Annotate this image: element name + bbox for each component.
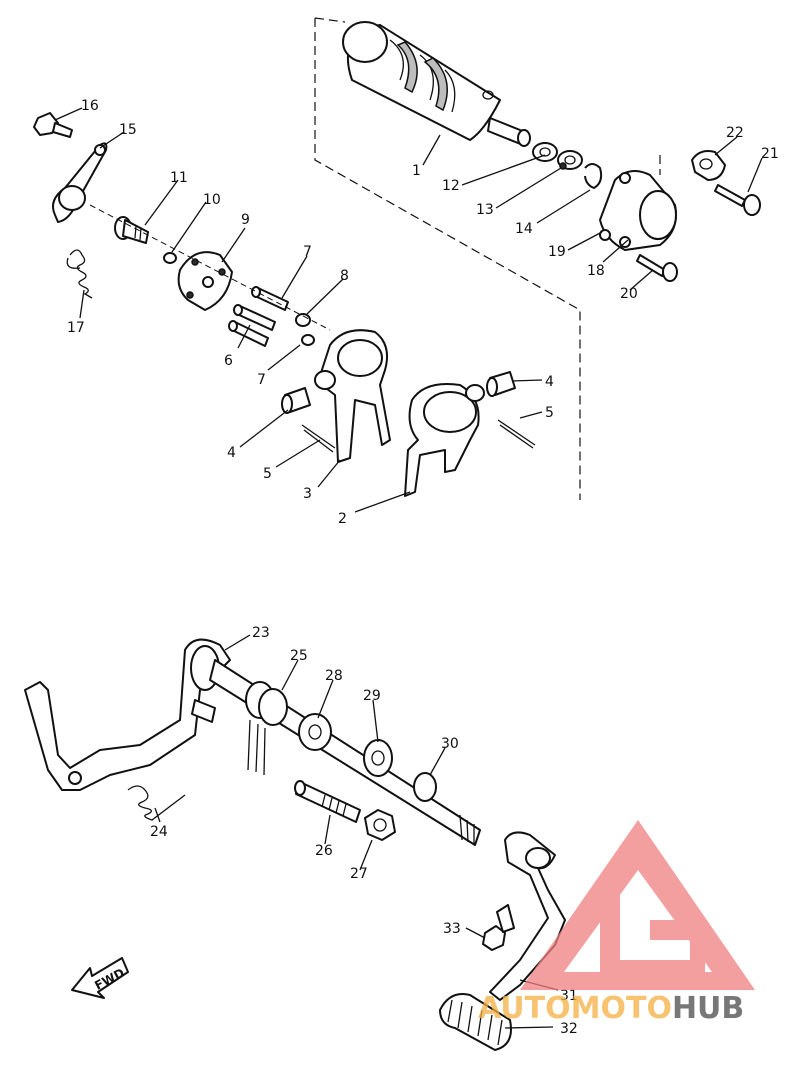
shift-cam-drum <box>342 21 531 147</box>
callout-15: 15 <box>119 122 137 138</box>
stopper-bolt-26 <box>294 780 361 823</box>
callout-28: 28 <box>325 668 343 684</box>
drum-circlip-14 <box>584 163 603 189</box>
callout-33: 33 <box>443 921 461 937</box>
assembly-axis-upper <box>89 204 331 331</box>
shaft-collar-29 <box>363 739 393 777</box>
watermark: AUTOMOTOHUB <box>478 820 755 1026</box>
callout-20: 20 <box>620 286 638 302</box>
shift-fork-2 <box>404 383 485 497</box>
callout-5a: 5 <box>263 466 272 482</box>
callout-7b: 7 <box>257 372 266 388</box>
cotter-pin-5b <box>497 419 536 449</box>
callout-1: 1 <box>412 163 421 179</box>
stopper-bolt-16 <box>33 112 73 138</box>
washer-10 <box>163 252 177 264</box>
upper-group-outline <box>314 18 581 500</box>
callout-29: 29 <box>363 688 381 704</box>
callout-13: 13 <box>476 202 494 218</box>
shift-fork-3 <box>314 329 391 463</box>
svg-text:AUTOMOTOHUB: AUTOMOTOHUB <box>478 991 744 1026</box>
callout-24: 24 <box>150 824 168 840</box>
guide-bars-6 <box>228 304 276 347</box>
callout-16: 16 <box>81 98 99 114</box>
callout-30: 30 <box>441 736 459 752</box>
segment-bolt-11 <box>114 216 149 244</box>
shaft-spring-24 <box>127 785 186 821</box>
watermark-text-hub: HUB <box>672 991 744 1026</box>
callout-3: 3 <box>303 486 312 502</box>
callout-12: 12 <box>442 178 460 194</box>
stopper-lever-15 <box>52 142 108 223</box>
stopper-spring-17 <box>66 249 93 299</box>
shift-shaft-23 <box>24 638 481 846</box>
leader-lines <box>54 107 763 1029</box>
screw-20 <box>636 254 678 282</box>
callout-32: 32 <box>560 1021 578 1037</box>
callout-14: 14 <box>515 221 533 237</box>
shift-segment-9 <box>177 251 233 311</box>
callout-26: 26 <box>315 843 333 859</box>
callout-18: 18 <box>587 263 605 279</box>
clamp-22 <box>691 150 726 181</box>
fork-roller-4b <box>486 371 516 397</box>
shaft-washer-28 <box>298 713 332 751</box>
fork-roller-4a <box>281 387 311 414</box>
drum-stopper-13 <box>557 150 583 170</box>
callout-19: 19 <box>548 244 566 260</box>
shift-pedal-31 <box>489 831 566 1001</box>
oil-seal-30 <box>413 772 437 802</box>
callout-22: 22 <box>726 125 744 141</box>
screw-21 <box>714 184 761 216</box>
forward-direction-arrow: FWD <box>71 957 129 999</box>
nut-27 <box>364 809 396 841</box>
callout-4b: 4 <box>545 374 554 390</box>
callout-23: 23 <box>252 625 270 641</box>
clip-7 <box>301 334 315 346</box>
bearing-cover-18 <box>599 170 677 251</box>
callout-25: 25 <box>290 648 308 664</box>
pedal-bolt-33 <box>482 904 515 951</box>
upper-group-outline-top <box>314 17 346 23</box>
callout-11: 11 <box>170 170 188 186</box>
spring-25 <box>245 681 288 776</box>
callout-17: 17 <box>67 320 85 336</box>
pedal-rubber-32 <box>439 993 512 1051</box>
callout-9: 9 <box>241 212 250 228</box>
watermark-text-automoto: AUTOMOTO <box>478 991 672 1026</box>
callout-5b: 5 <box>545 405 554 421</box>
clip-8 <box>295 313 311 327</box>
callout-6: 6 <box>224 353 233 369</box>
callout-27: 27 <box>350 866 368 882</box>
callout-4a: 4 <box>227 445 236 461</box>
callout-7a: 7 <box>303 244 312 260</box>
callout-31: 31 <box>560 988 578 1004</box>
callout-10: 10 <box>203 192 221 208</box>
watermark-logo-inner-icon <box>600 880 705 975</box>
callout-numbers: 1 2 3 4 4 5 5 6 7 7 8 9 10 11 12 13 14 1… <box>67 98 779 1037</box>
callout-21: 21 <box>761 146 779 162</box>
callout-2: 2 <box>338 511 347 527</box>
callout-8: 8 <box>340 268 349 284</box>
